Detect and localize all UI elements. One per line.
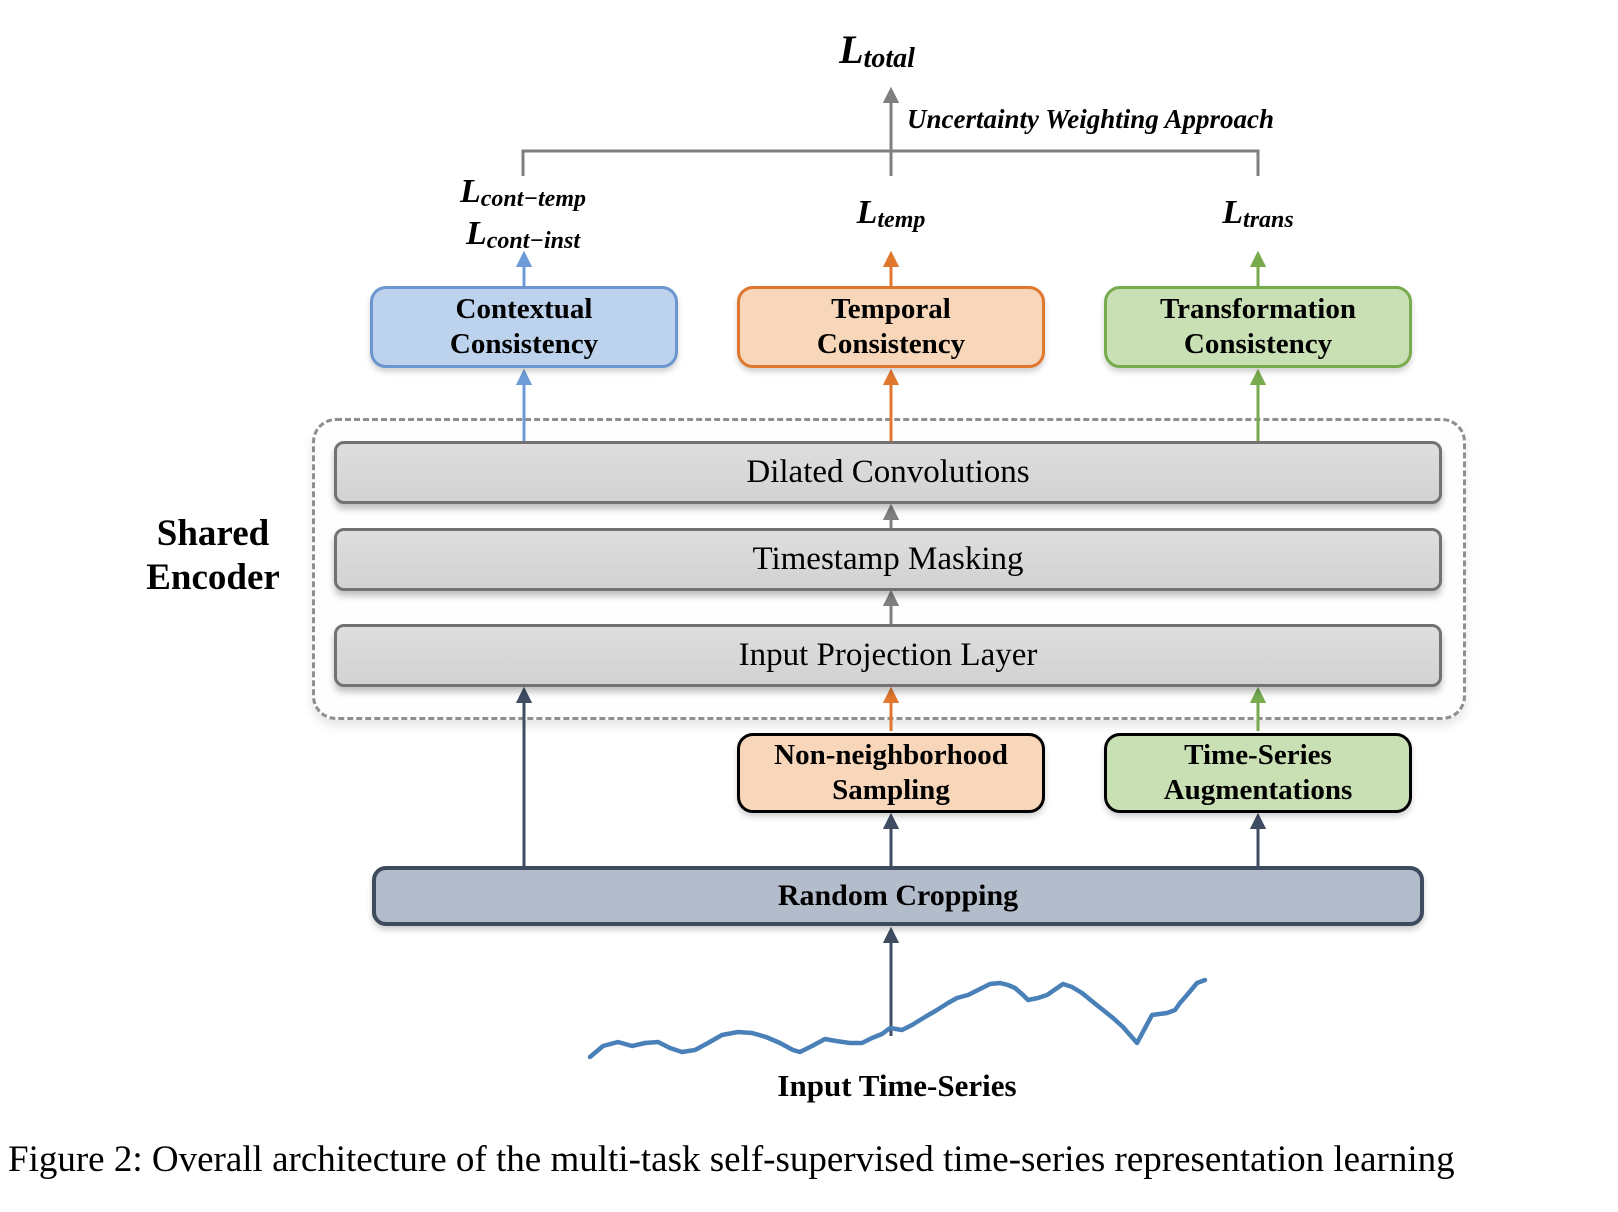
total-loss-symbol: L (839, 27, 864, 72)
encoder-layer-dilated-convolutions: Dilated Convolutions (334, 441, 1442, 504)
contextual-loss-temp: Lcont−temp (460, 173, 586, 213)
non-neighborhood-sampling-box: Non-neighborhood Sampling (737, 733, 1045, 813)
encoder-layer-input-projection: Input Projection Layer (334, 624, 1442, 687)
weighting-label: Uncertainty Weighting Approach (907, 104, 1275, 134)
input-time-series-label: Input Time-Series (777, 1068, 1017, 1103)
input-series-line (587, 977, 1208, 1060)
shared-encoder-label: Shared Encoder (146, 513, 280, 598)
temporal-consistency-box: Temporal Consistency (737, 286, 1045, 368)
time-series-augmentations-box: Time-Series Augmentations (1104, 733, 1412, 813)
contextual-loss-labels: Lcont−temp Lcont−inst (383, 172, 663, 256)
transformation-consistency-box: Transformation Consistency (1104, 286, 1412, 368)
contextual-consistency-box: Contextual Consistency (370, 286, 678, 368)
total-loss-subscript: total (863, 43, 915, 75)
temporal-loss-label: Ltemp (856, 194, 926, 234)
figure-caption: Figure 2: Overall architecture of the mu… (8, 1139, 1455, 1180)
random-cropping-bar: Random Cropping (372, 866, 1424, 926)
transformation-loss-label: Ltrans (1222, 194, 1294, 234)
contextual-loss-inst: Lcont−inst (465, 214, 580, 255)
total-loss-label: Ltotal (797, 26, 957, 75)
encoder-layer-timestamp-masking: Timestamp Masking (334, 528, 1442, 591)
